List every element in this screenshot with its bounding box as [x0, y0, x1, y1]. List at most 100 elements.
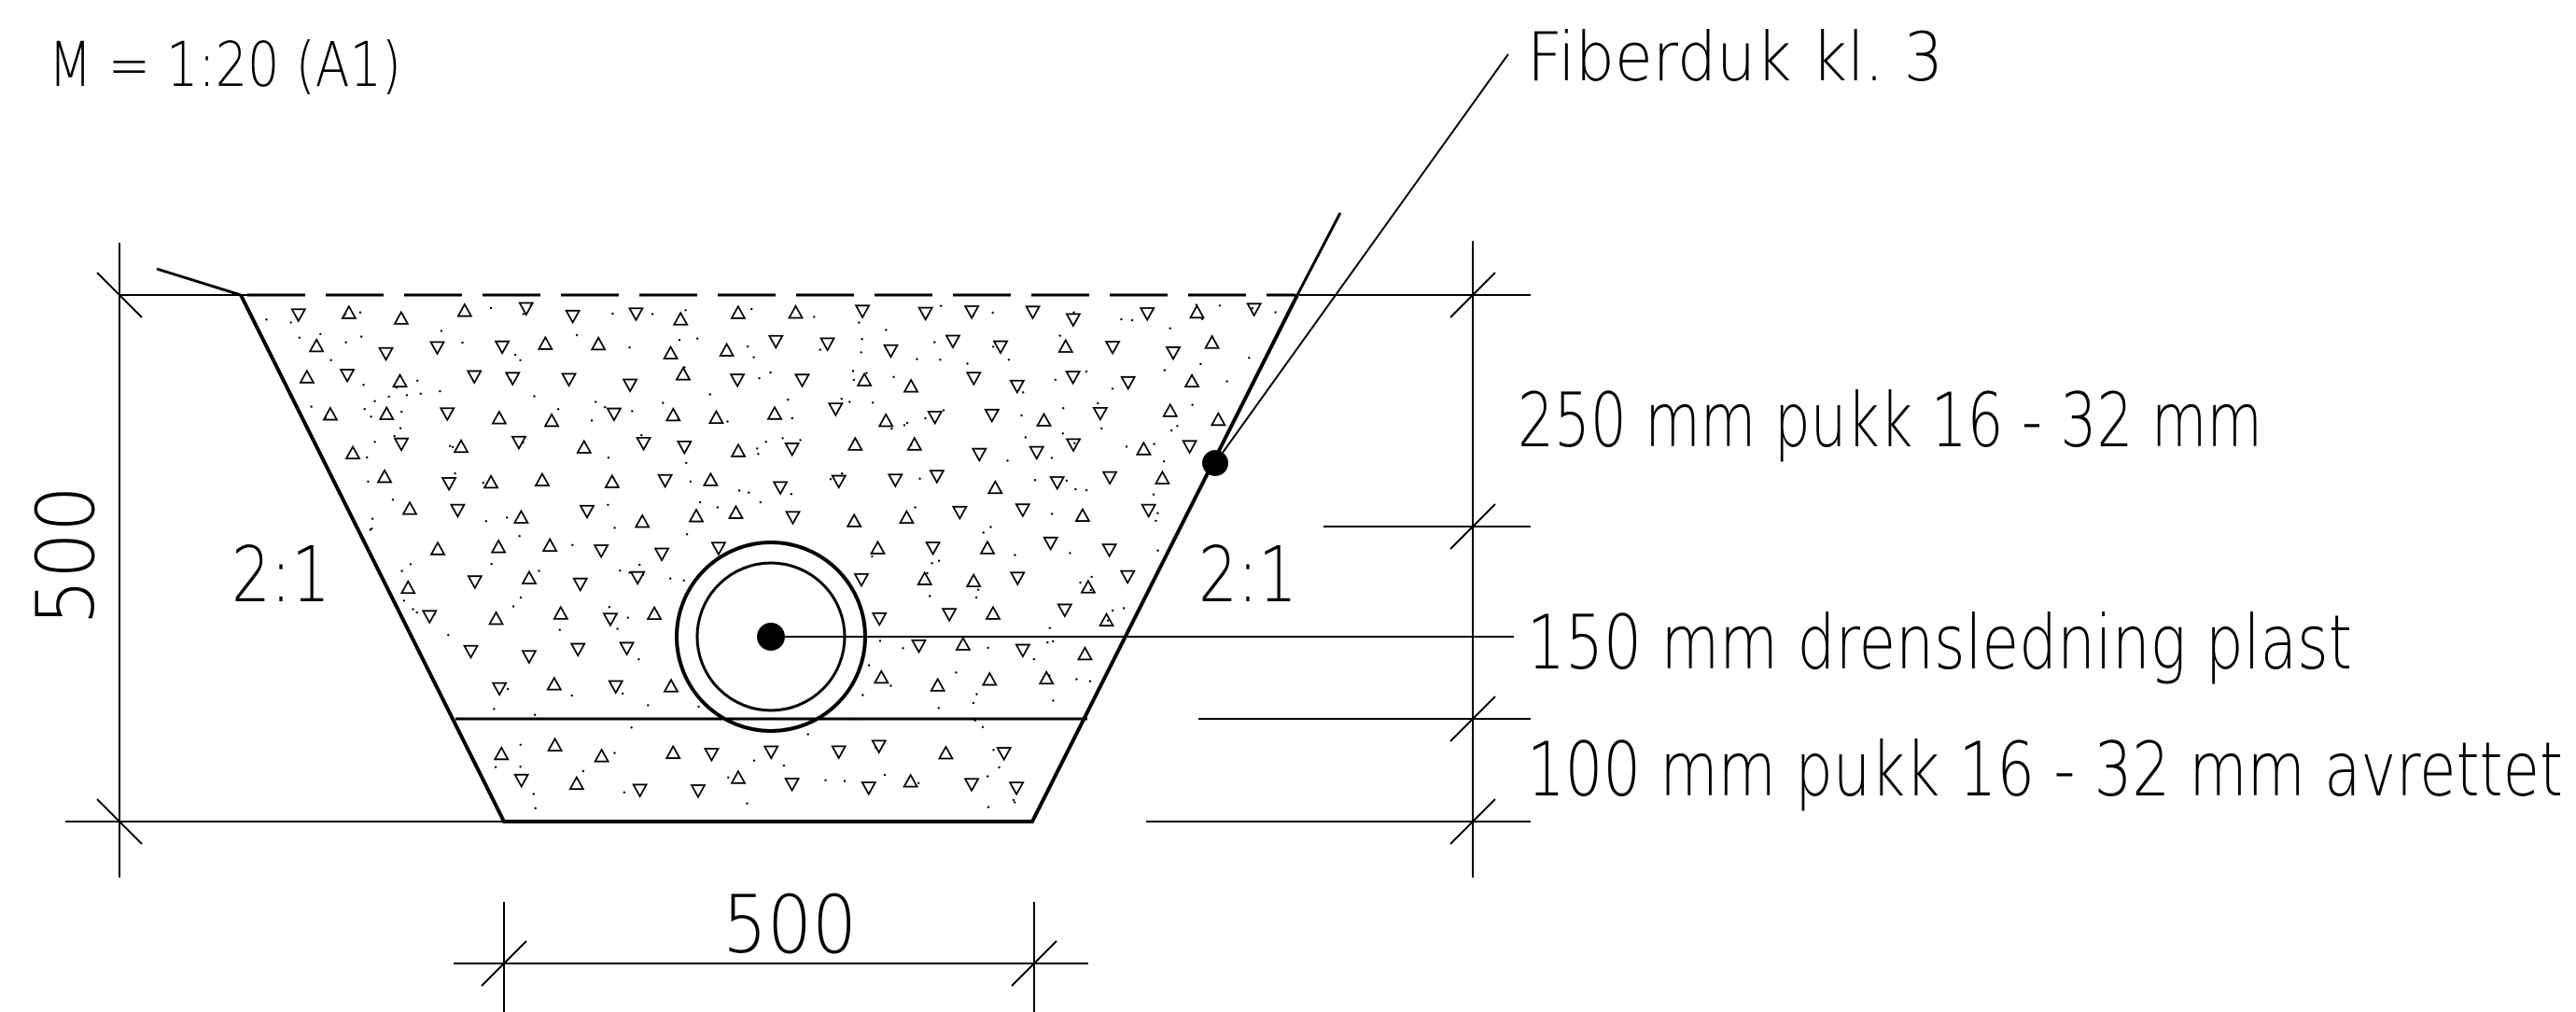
aggregate-speck: [1090, 575, 1093, 579]
aggregate-speck: [451, 445, 455, 449]
aggregate-speck: [1211, 335, 1213, 338]
aggregate-stone: [1120, 375, 1137, 391]
aggregate-stone: [772, 481, 789, 496]
aggregate-stone: [1101, 543, 1118, 558]
aggregate-speck: [916, 358, 918, 360]
aggregate-stone: [847, 436, 863, 451]
aggregate-speck: [708, 393, 711, 396]
aggregate-stone: [853, 572, 870, 588]
aggregate-speck: [637, 658, 640, 661]
aggregate-stone: [553, 605, 569, 620]
aggregate-speck: [1111, 387, 1114, 390]
aggregate-speck: [1112, 609, 1114, 612]
aggregate-speck: [782, 764, 786, 767]
aggregate-speck: [685, 533, 689, 536]
aggregate-stone: [788, 304, 805, 319]
aggregate-stone: [831, 474, 847, 490]
aggregate-speck: [1125, 445, 1128, 448]
aggregate-speck: [1120, 317, 1123, 321]
aggregate-speck: [626, 616, 629, 619]
aggregate-speck: [1088, 680, 1092, 682]
aggregate-speck: [319, 332, 322, 335]
aggregate-speck: [1089, 588, 1092, 592]
aggregate-stone: [462, 644, 480, 660]
aggregate-speck: [373, 400, 376, 402]
aggregate-speck: [841, 471, 844, 475]
aggregate-stone: [981, 671, 998, 686]
aggregate-stone: [1074, 507, 1091, 522]
aggregate-speck: [746, 802, 749, 805]
aggregate-speck: [799, 439, 802, 442]
aggregate-speck: [987, 646, 989, 650]
aggregate-speck: [619, 569, 622, 572]
aggregate-speck: [604, 405, 607, 409]
aggregate-speck: [790, 493, 792, 496]
aggregate-speck: [885, 329, 888, 331]
aggregate-stone: [925, 541, 942, 556]
aggregate-stone: [483, 473, 499, 489]
aggregate-speck: [1033, 479, 1037, 482]
aggregate-speck: [1020, 414, 1023, 417]
aggregate-stone: [941, 608, 958, 623]
aggregate-speck: [917, 781, 920, 784]
aggregate-speck: [716, 506, 720, 509]
aggregate-speck: [689, 480, 693, 483]
aggregate-speck: [489, 306, 493, 310]
aggregate-speck: [1169, 327, 1171, 330]
aggregate-speck: [1079, 581, 1082, 584]
aggregate-speck: [682, 579, 685, 582]
aggregate-stone: [1049, 476, 1066, 491]
aggregate-stone: [537, 335, 553, 350]
aggregate-speck: [1065, 479, 1069, 482]
top-layer-label: 250 mm pukk 16 - 32 mm: [1518, 377, 2262, 464]
aggregate-stone: [663, 678, 679, 693]
aggregate-speck: [412, 608, 414, 611]
bottom-layer-label: 100 mm pukk 16 - 32 mm avrettet: [1527, 726, 2563, 813]
aggregate-speck: [575, 333, 579, 337]
aggregate-speck: [405, 394, 409, 397]
aggregate-stone: [429, 541, 446, 555]
aggregate-stone: [707, 409, 724, 425]
aggregate-stone: [590, 335, 607, 351]
aggregate-speck: [416, 379, 419, 382]
fabric-label: Fiberduk kl. 3: [1527, 18, 1943, 96]
aggregate-speck: [638, 563, 641, 567]
aggregate-stone: [1057, 603, 1073, 618]
aggregate-stone: [494, 340, 511, 356]
aggregate-speck: [883, 773, 887, 777]
aggregate-speck: [1014, 554, 1016, 556]
aggregate-stone: [910, 639, 928, 654]
aggregate-speck: [402, 599, 405, 602]
aggregate-stone: [619, 641, 636, 656]
aggregate-speck: [362, 384, 365, 387]
aggregate-stone: [971, 447, 987, 463]
aggregate-stone: [927, 410, 944, 426]
aggregate-speck: [992, 345, 995, 348]
aggregate-speck: [1130, 318, 1134, 322]
aggregate-speck: [371, 517, 374, 520]
aggregate-speck: [1052, 640, 1055, 643]
aggregate-speck: [1073, 442, 1076, 444]
aggregate-speck: [851, 370, 855, 372]
aggregate-speck: [1007, 358, 1011, 361]
aggregate-speck: [1170, 429, 1173, 432]
aggregate-stone: [428, 341, 446, 356]
aggregate-stone: [299, 369, 315, 384]
aggregate-stone: [1099, 611, 1115, 627]
aggregate-speck: [989, 526, 992, 528]
aggregate-speck: [937, 559, 941, 562]
aggregate-speck: [400, 569, 403, 572]
aggregate-speck: [698, 500, 702, 504]
aggregate-stone: [965, 372, 982, 387]
aggregate-stone: [393, 310, 410, 325]
aggregate-speck: [910, 443, 913, 446]
aggregate-stone: [1035, 412, 1053, 427]
aggregate-stone: [992, 340, 1009, 356]
aggregate-speck: [391, 499, 395, 501]
aggregate-stone: [1038, 669, 1055, 685]
aggregate-stone: [646, 605, 663, 621]
aggregate-stone: [546, 676, 563, 691]
aggregate-stone: [653, 547, 670, 562]
aggregate-speck: [829, 478, 833, 481]
aggregate-stone: [930, 677, 946, 692]
